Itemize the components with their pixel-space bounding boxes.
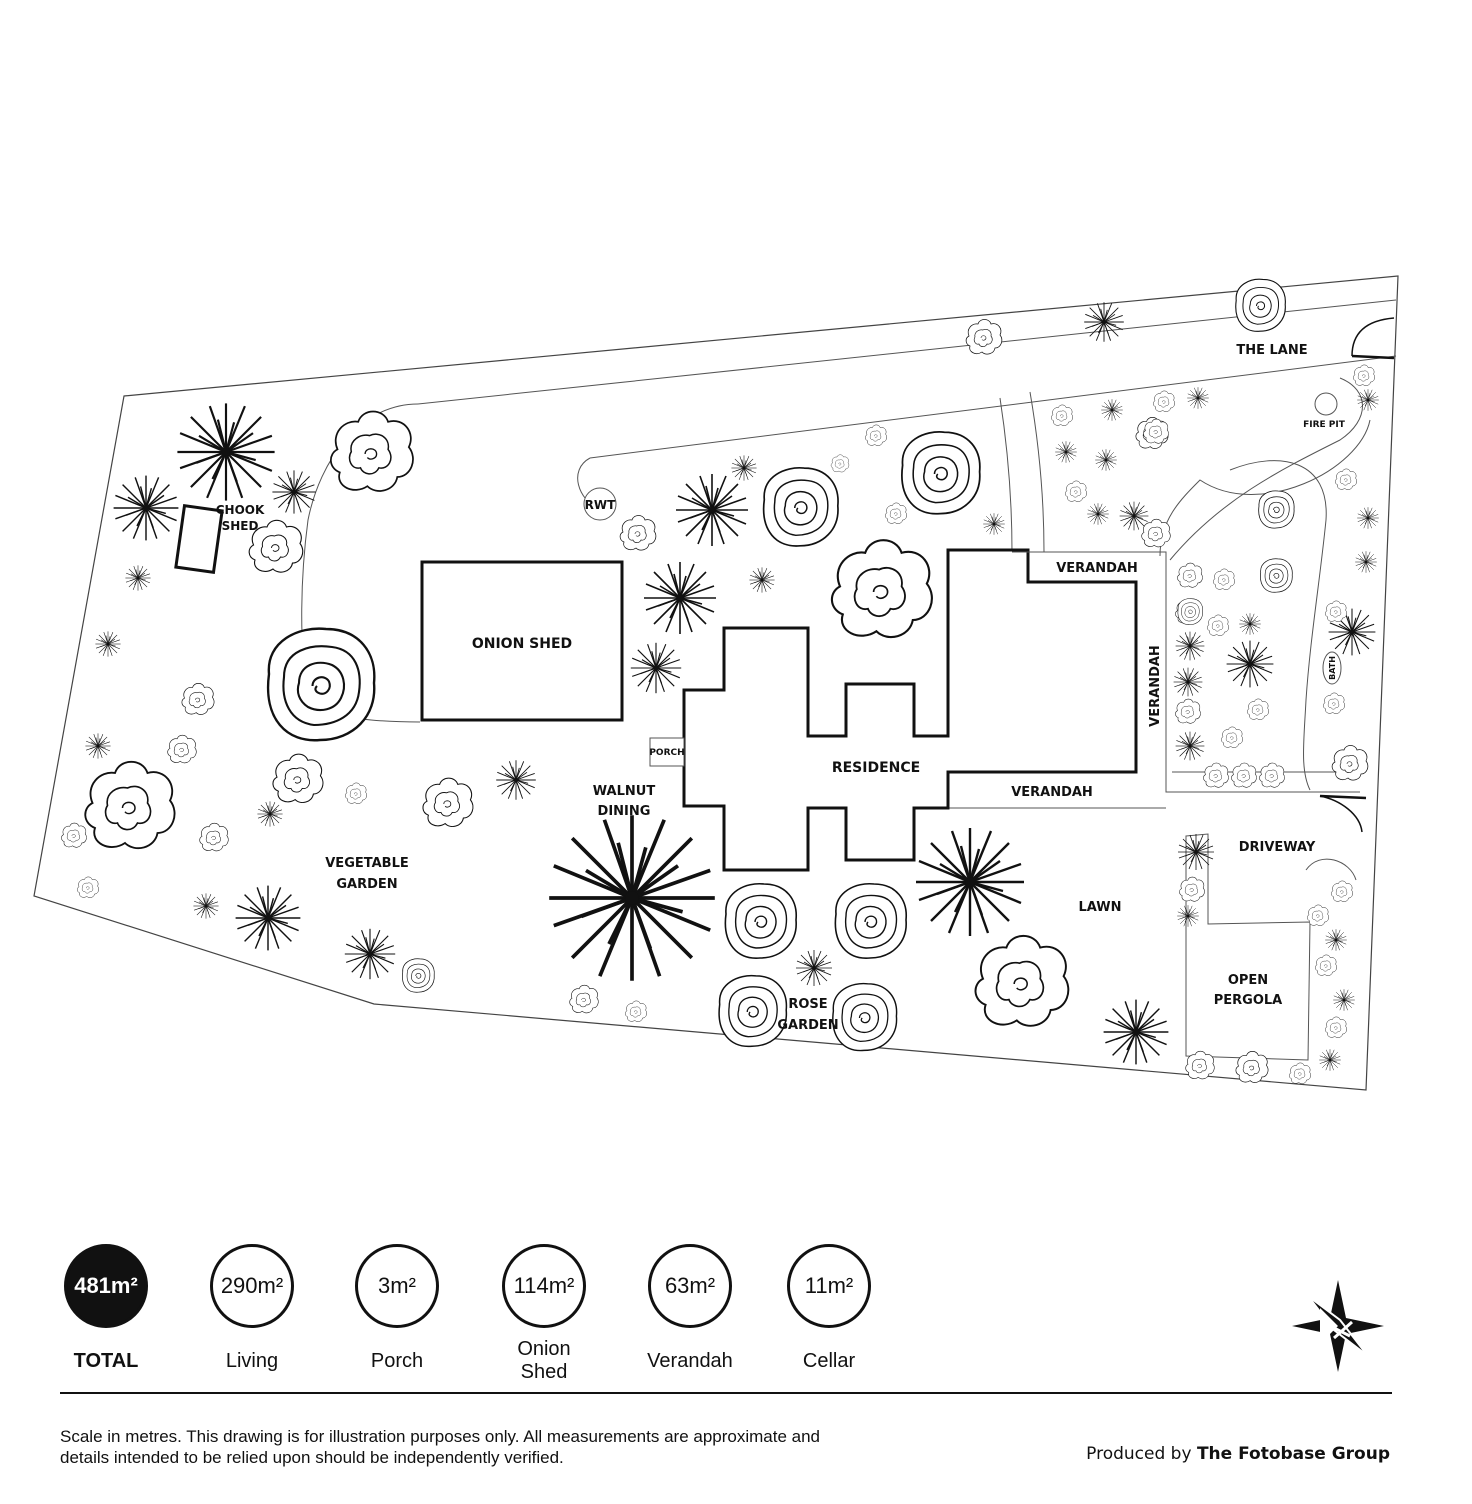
walnut-dining-label-1: WALNUT: [593, 784, 656, 799]
area-cellar-value: 11m²: [787, 1244, 871, 1328]
onion-shed-label: ONION SHED: [472, 636, 572, 652]
open-pergola-label-2: PERGOLA: [1214, 993, 1283, 1008]
area-cellar-label: Cellar: [802, 1350, 856, 1372]
area-onion-shed-value: 114m²: [502, 1244, 586, 1328]
bath-label: BATH: [1328, 656, 1337, 680]
rwt-label: RWT: [585, 498, 616, 512]
area-porch: 3m² Porch: [337, 1244, 457, 1373]
footer-divider: [60, 1392, 1392, 1394]
area-cellar: 11m² Cellar: [769, 1244, 889, 1373]
verandah-side-label: VERANDAH: [1148, 645, 1163, 727]
area-living-label: Living: [225, 1350, 279, 1372]
produced-by-text: Produced by: [1086, 1444, 1192, 1464]
vegetable-garden-label-2: GARDEN: [336, 877, 397, 892]
area-porch-value: 3m²: [355, 1244, 439, 1328]
chook-shed-label-2: SHED: [222, 519, 259, 533]
walnut-dining-label-2: DINING: [598, 804, 651, 819]
chook-shed-label-1: CHOOK: [216, 503, 265, 517]
area-total-label: TOTAL: [73, 1350, 139, 1372]
porch-label: PORCH: [649, 748, 684, 758]
area-total-value: 481m²: [64, 1244, 148, 1328]
area-verandah-label: Verandah: [647, 1350, 733, 1372]
area-porch-label: Porch: [370, 1350, 424, 1372]
open-pergola-label-1: OPEN: [1228, 973, 1268, 988]
area-total: 481m² TOTAL: [46, 1244, 166, 1373]
area-living-value: 290m²: [210, 1244, 294, 1328]
area-onion-shed-label: Onion Shed: [517, 1338, 571, 1383]
area-verandah-value: 63m²: [648, 1244, 732, 1328]
disclaimer: Scale in metres. This drawing is for ill…: [60, 1427, 821, 1467]
verandah-top-label: VERANDAH: [1056, 561, 1138, 576]
area-summary: 481m² TOTAL 290m² Living 3m² Porch 114m²…: [60, 1244, 960, 1384]
company-name: The Fotobase Group: [1196, 1444, 1390, 1464]
residence-label: RESIDENCE: [832, 760, 920, 776]
area-onion-shed: 114m² Onion Shed: [484, 1244, 604, 1384]
rose-garden-label-2: GARDEN: [777, 1018, 838, 1033]
vegetable-garden-label-1: VEGETABLE: [325, 856, 408, 871]
site-plan: ONION SHED: [33, 275, 1399, 1091]
area-verandah: 63m² Verandah: [630, 1244, 750, 1373]
lawn-label: LAWN: [1079, 900, 1122, 915]
rose-garden-label-1: ROSE: [788, 997, 827, 1012]
compass-icon: [1292, 1280, 1384, 1372]
fire-pit-label: FIRE PIT: [1303, 420, 1346, 430]
driveway-label: DRIVEWAY: [1239, 840, 1316, 855]
area-living: 290m² Living: [192, 1244, 312, 1373]
the-lane-label: THE LANE: [1236, 343, 1307, 358]
producer-credit: Produced by The Fotobase Group: [1086, 1444, 1390, 1464]
verandah-bottom-label: VERANDAH: [1011, 785, 1093, 800]
